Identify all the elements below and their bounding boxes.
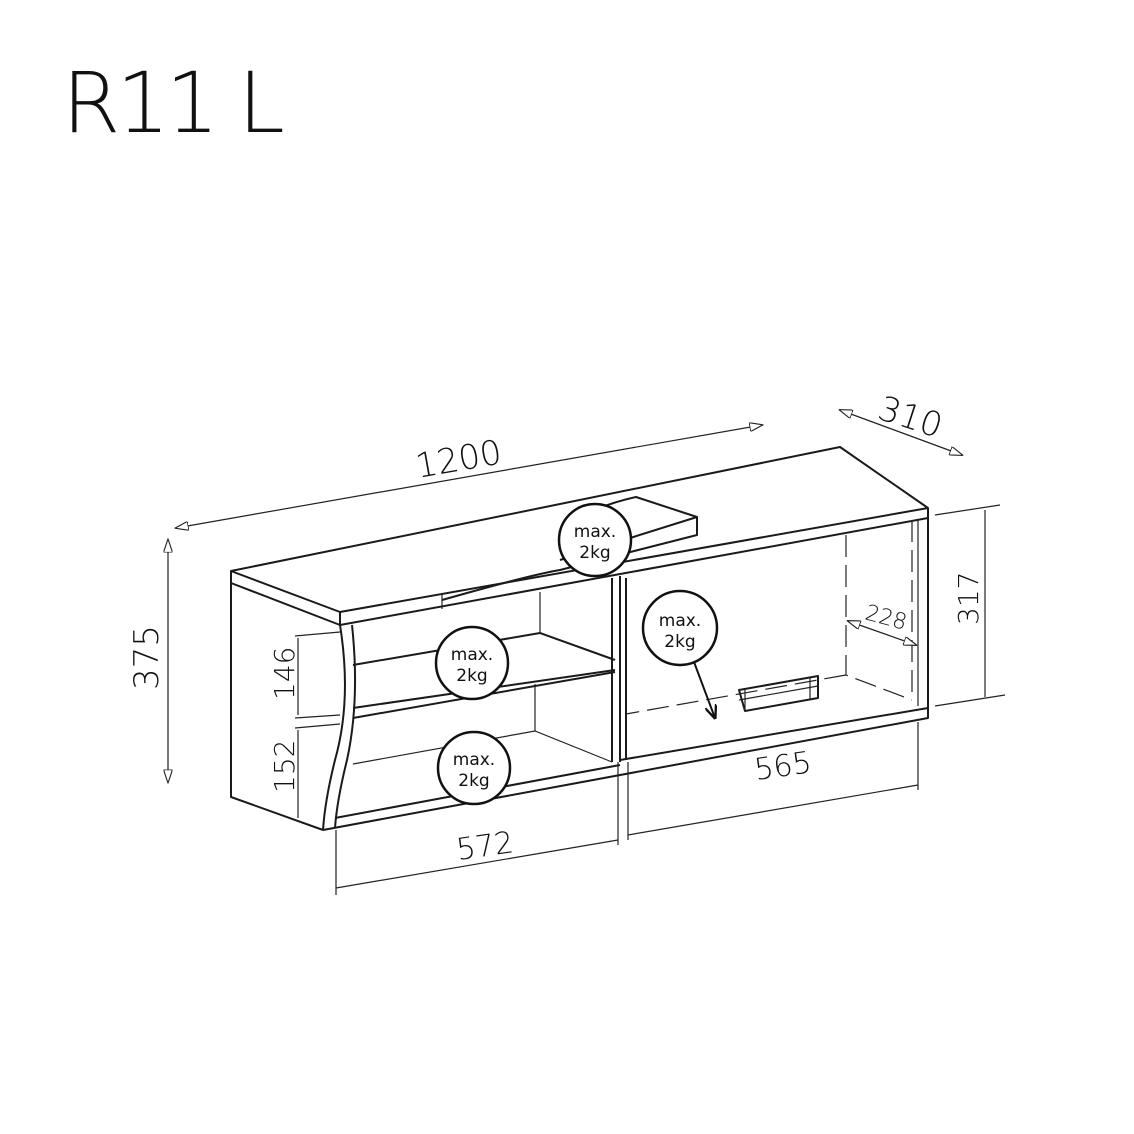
- svg-text:2kg: 2kg: [664, 632, 695, 652]
- dim-shelf-upper: 146: [268, 647, 301, 700]
- svg-text:2kg: 2kg: [458, 771, 489, 791]
- dimension-lines: [168, 410, 1006, 895]
- product-title: R11 L: [62, 54, 283, 152]
- svg-text:2kg: 2kg: [579, 543, 610, 563]
- door-handle: [738, 675, 819, 712]
- dim-height: 375: [127, 625, 167, 690]
- arrow-down-icon: [693, 661, 715, 718]
- load-badge-top: max. 2kg: [557, 502, 633, 578]
- load-badge-bottom: max. 2kg: [436, 730, 512, 806]
- svg-text:max.: max.: [659, 611, 701, 631]
- cabinet-body: [230, 446, 929, 831]
- dim-inner-height: 317: [952, 572, 985, 625]
- svg-text:max.: max.: [453, 750, 495, 770]
- svg-text:max.: max.: [451, 645, 493, 665]
- dim-shelf-lower: 152: [268, 740, 301, 793]
- load-badge-shelf: max. 2kg: [434, 625, 510, 701]
- load-badge-cabinet: max. 2kg: [641, 589, 719, 718]
- svg-text:2kg: 2kg: [456, 666, 487, 686]
- dim-width: 1200: [413, 432, 505, 486]
- dim-left-width: 572: [454, 825, 516, 868]
- svg-text:max.: max.: [574, 522, 616, 542]
- dim-inner-depth: 228: [862, 601, 909, 636]
- dim-right-width: 565: [752, 745, 814, 788]
- dim-depth: 310: [873, 389, 947, 447]
